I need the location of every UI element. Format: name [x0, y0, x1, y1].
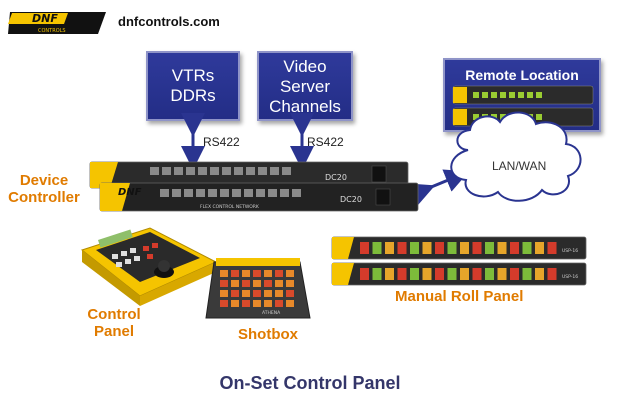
roll-panel-key [522, 268, 532, 280]
control-panel-label: Control Panel [86, 306, 142, 340]
shotbox-key [242, 270, 250, 277]
vtrs-line1: VTRs [171, 66, 215, 85]
shotbox-key [220, 280, 228, 287]
video-server-box: Video Server Channels [257, 51, 353, 121]
rs422-right-label: RS422 [307, 135, 344, 149]
shotbox-key [242, 300, 250, 307]
shotbox-key [264, 290, 272, 297]
roll-panel-key [397, 242, 407, 254]
roll-panel-key [547, 242, 557, 254]
shotbox-label: Shotbox [238, 326, 298, 343]
lan-arrow [408, 169, 470, 206]
video-line1: Video [283, 57, 327, 76]
remote-location-box: Remote Location [443, 58, 601, 132]
roll-panel-key [522, 242, 532, 254]
shotbox-key [220, 270, 228, 277]
roll-panel-key [535, 268, 544, 280]
shotbox-panel-text: ATHENA [262, 310, 281, 316]
shotbox-key [264, 270, 272, 277]
controller-model-bottom: DC20 [340, 195, 362, 204]
remote-location-title: Remote Location [465, 67, 579, 83]
shotbox-key [286, 290, 294, 297]
dnf-logo: DNF CONTROLS [8, 12, 106, 34]
shotbox-key [275, 280, 283, 287]
roll-panel-key [535, 242, 544, 254]
device-controller-label: Device Controller [6, 172, 82, 206]
roll-panel-key [435, 268, 444, 280]
shotbox-key [253, 280, 261, 287]
device-controller-line1: Device [19, 172, 69, 189]
manual-roll-panel-label: Manual Roll Panel [395, 288, 524, 305]
manual-roll-panel-device: USP-16 USP-16 [331, 236, 587, 286]
shotbox-key [275, 270, 283, 277]
shotbox-key [231, 280, 239, 287]
roll-panel-key [435, 242, 444, 254]
roll-panel-key [497, 268, 507, 280]
roll-panel-key [510, 268, 519, 280]
shotbox-key [253, 290, 261, 297]
roll-panel-key [385, 242, 394, 254]
roll-panel-key [360, 268, 369, 280]
roll-panel-key [547, 268, 557, 280]
vtrs-line2: DDRs [170, 86, 216, 105]
site-url[interactable]: dnfcontrols.com [118, 14, 220, 29]
control-panel-line1: Control [87, 306, 141, 323]
shotbox-key [264, 280, 272, 287]
controller-model-top: DC20 [325, 173, 347, 182]
shotbox-key [242, 290, 250, 297]
roll-panel-key [422, 242, 432, 254]
roll-panel-key [510, 242, 519, 254]
roll-panel-key [460, 242, 469, 254]
shotbox-key [220, 290, 228, 297]
shotbox-device: ATHENA [205, 258, 311, 319]
video-line2: Server [279, 77, 331, 96]
roll-panel-key [422, 268, 432, 280]
shotbox-key [286, 270, 294, 277]
shotbox-key [231, 290, 239, 297]
roll-panel-key [447, 242, 457, 254]
roll-panel-key [360, 242, 369, 254]
controller-panel-text: FLEX CONTROL NETWORK [200, 204, 260, 210]
logo-text: DNF [32, 12, 58, 25]
device-controller-line2: Controller [8, 189, 80, 206]
shotbox-key [264, 300, 272, 307]
shotbox-key [253, 300, 261, 307]
roll-panel-key [385, 268, 394, 280]
roll-panel-key [460, 268, 469, 280]
roll-panel-key [485, 268, 494, 280]
roll-panel-key [372, 242, 382, 254]
roll-panel-key [410, 268, 419, 280]
shotbox-key [286, 300, 294, 307]
logo-subtext: CONTROLS [38, 28, 66, 34]
roll-model-bottom: USP-16 [562, 274, 578, 280]
shotbox-key [220, 300, 228, 307]
roll-panel-key [410, 242, 419, 254]
roll-panel-key [397, 268, 407, 280]
shotbox-key [275, 290, 283, 297]
lan-wan-label: LAN/WAN [492, 159, 547, 173]
shotbox-key [275, 300, 283, 307]
roll-panel-key [472, 242, 482, 254]
lan-wan-cloud [450, 111, 582, 202]
rs422-left-label: RS422 [203, 135, 240, 149]
controller-brand: DNF [118, 187, 142, 198]
shotbox-key [242, 280, 250, 287]
control-panel-line2: Panel [93, 323, 135, 340]
shotbox-key [231, 300, 239, 307]
shotbox-key [231, 270, 239, 277]
shotbox-key [253, 270, 261, 277]
footer-title: On-Set Control Panel [219, 373, 401, 393]
device-controller-unit: DNF DC20 DC20 FLEX CONTROL NETWORK [89, 161, 419, 212]
roll-panel-key [472, 268, 482, 280]
shotbox-key [286, 280, 294, 287]
video-line3: Channels [269, 97, 341, 116]
vtrs-ddrs-box: VTRs DDRs [146, 51, 240, 121]
control-panel-device [80, 227, 218, 306]
roll-panel-key [372, 268, 382, 280]
roll-panel-key [485, 242, 494, 254]
roll-model-top: USP-16 [562, 248, 578, 254]
roll-panel-key [497, 242, 507, 254]
roll-panel-key [447, 268, 457, 280]
